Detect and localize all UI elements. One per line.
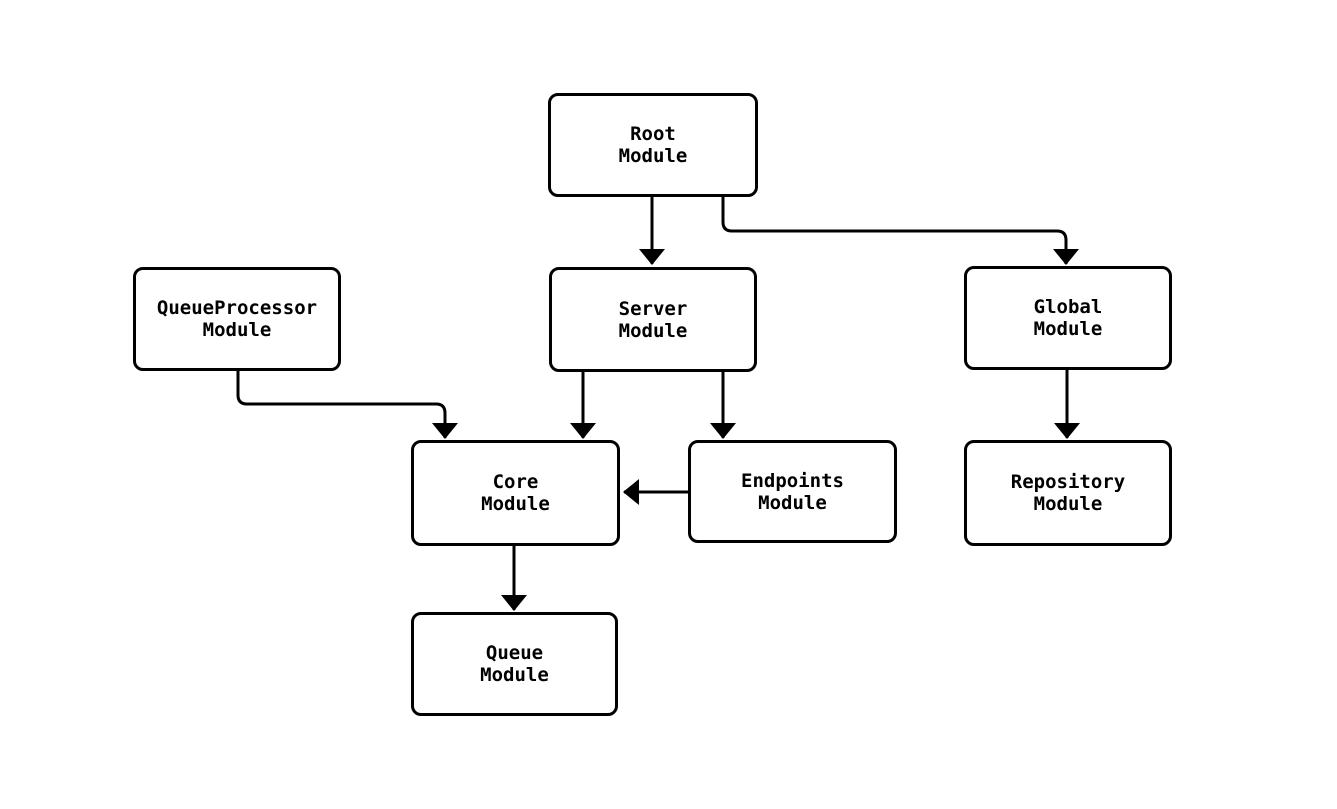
edge-queueprocessor-to-core	[236, 371, 458, 439]
node-endpoints-module: Endpoints Module	[688, 440, 897, 543]
node-queue-module: Queue Module	[411, 612, 618, 716]
node-global-module: Global Module	[964, 266, 1172, 370]
node-root-label: Root Module	[618, 123, 688, 167]
node-queueprocessor-module: QueueProcessor Module	[133, 267, 341, 371]
node-endpoints-label: Endpoints Module	[741, 469, 844, 514]
node-core-label: Core Module	[481, 471, 550, 515]
node-queue-label: Queue Module	[480, 642, 549, 686]
node-root-module: Root Module	[548, 93, 758, 197]
node-server-label: Server Module	[618, 297, 688, 342]
node-repository-module: Repository Module	[964, 440, 1172, 546]
node-server-module: Server Module	[549, 267, 757, 372]
edges-group	[236, 197, 1080, 611]
node-global-label: Global Module	[1033, 296, 1103, 340]
node-queueprocessor-label: QueueProcessor Module	[156, 297, 318, 341]
node-core-module: Core Module	[411, 440, 620, 546]
edge-root-to-global	[721, 197, 1079, 265]
node-repository-label: Repository Module	[1010, 471, 1126, 515]
